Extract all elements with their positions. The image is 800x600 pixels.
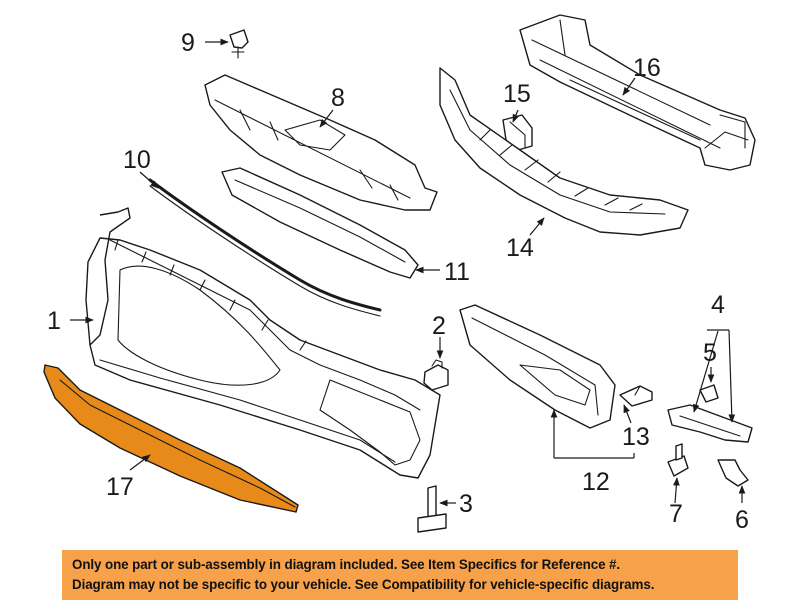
push-clip-part: [229, 29, 249, 59]
energy-absorber-part: [439, 67, 689, 236]
callout-7: 7: [669, 500, 683, 528]
bolt-6-part: [717, 459, 749, 487]
callout-6: 6: [735, 506, 749, 534]
disclaimer-line-2: Diagram may not be specific to your vehi…: [72, 577, 655, 592]
disclaimer-line-1: Only one part or sub-assembly in diagram…: [72, 557, 621, 572]
bumper-cover-part: [85, 207, 441, 479]
callout-3: 3: [459, 490, 473, 518]
callout-8: 8: [331, 84, 345, 112]
lower-valance-strip-part: [43, 364, 299, 513]
callout-labels: 1 2 3 4 5 6 7 8 9 10 11 12 13 14 15 16 1…: [47, 29, 749, 534]
bumper-reinforcement-part: [519, 14, 756, 171]
callout-4: 4: [711, 291, 725, 319]
callout-2: 2: [432, 312, 446, 340]
callout-9: 9: [181, 29, 195, 57]
callout-13: 13: [622, 423, 650, 451]
bolt-7-part: [667, 443, 689, 477]
leader-lines: [70, 38, 746, 507]
highlighted-strip: [43, 364, 299, 513]
disclaimer-banner: Only one part or sub-assembly in diagram…: [62, 550, 738, 600]
clip-5-part: [699, 384, 719, 403]
callout-1: 1: [47, 307, 61, 335]
screw-13-part: [619, 385, 653, 407]
grille-molding-part: [221, 167, 419, 279]
side-bracket-part: [667, 404, 753, 443]
fog-lamp-bezel-part: [459, 304, 616, 429]
upper-shield-part: [204, 74, 438, 211]
callout-10: 10: [123, 146, 151, 174]
callout-17: 17: [106, 473, 134, 501]
molding-strip-part: [148, 178, 382, 317]
callout-14: 14: [506, 234, 534, 262]
callout-15: 15: [503, 80, 531, 108]
callout-5: 5: [703, 339, 717, 367]
retainer-part: [423, 359, 449, 391]
callout-12: 12: [582, 468, 610, 496]
bolt-3-part: [417, 485, 447, 533]
callout-11: 11: [444, 258, 470, 286]
callout-16: 16: [633, 54, 661, 82]
